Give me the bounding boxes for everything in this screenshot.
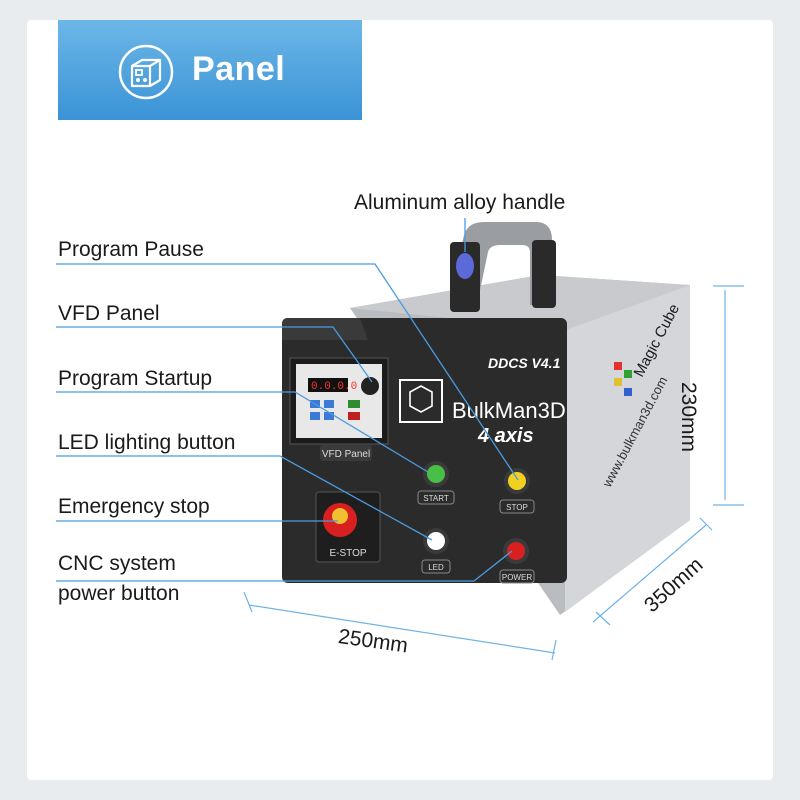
brand-logo xyxy=(399,379,443,423)
brand-name: BulkMan3D xyxy=(452,398,566,423)
stop-button[interactable] xyxy=(508,472,526,490)
device-side xyxy=(565,285,690,612)
start-label: START xyxy=(423,494,449,503)
model-label: DDCS V4.1 xyxy=(488,355,561,371)
callout-led-button: LED lighting button xyxy=(58,431,236,454)
vfd-label: VFD Panel xyxy=(322,449,370,460)
callout-emergency-stop: Emergency stop xyxy=(58,495,210,518)
callout-power-line2: power button xyxy=(58,582,180,605)
dimension-height: 230mm xyxy=(677,382,700,453)
page-title: Panel xyxy=(192,50,286,88)
led-label: LED xyxy=(428,563,444,572)
callout-program-startup: Program Startup xyxy=(58,367,213,390)
vfd-knob[interactable] xyxy=(361,377,379,395)
dimension-line-width xyxy=(243,591,557,661)
header-tab xyxy=(58,20,362,120)
power-label: POWER xyxy=(502,573,532,582)
callout-power-line1: CNC system xyxy=(58,552,176,575)
callout-line-pause xyxy=(56,263,519,481)
dimension-line-depth xyxy=(592,517,713,626)
callout-line-led xyxy=(56,455,433,541)
vfd-display: 0.0.0.0 xyxy=(311,381,357,393)
callout-vfd-panel: VFD Panel xyxy=(58,302,160,325)
start-button[interactable] xyxy=(427,465,445,483)
led-button[interactable] xyxy=(427,532,445,550)
axis-label: 4 axis xyxy=(477,425,534,447)
callout-handle: Aluminum alloy handle xyxy=(354,191,566,214)
estop-label: E-STOP xyxy=(329,548,366,559)
callout-line-start xyxy=(56,391,429,473)
control-panel-icon xyxy=(118,44,174,100)
stop-label: STOP xyxy=(506,503,528,512)
power-button[interactable] xyxy=(507,542,525,560)
callout-line-vfd xyxy=(56,326,373,383)
callout-line-power xyxy=(56,550,513,582)
dimension-line-height xyxy=(713,285,744,506)
callout-program-pause: Program Pause xyxy=(58,238,204,261)
